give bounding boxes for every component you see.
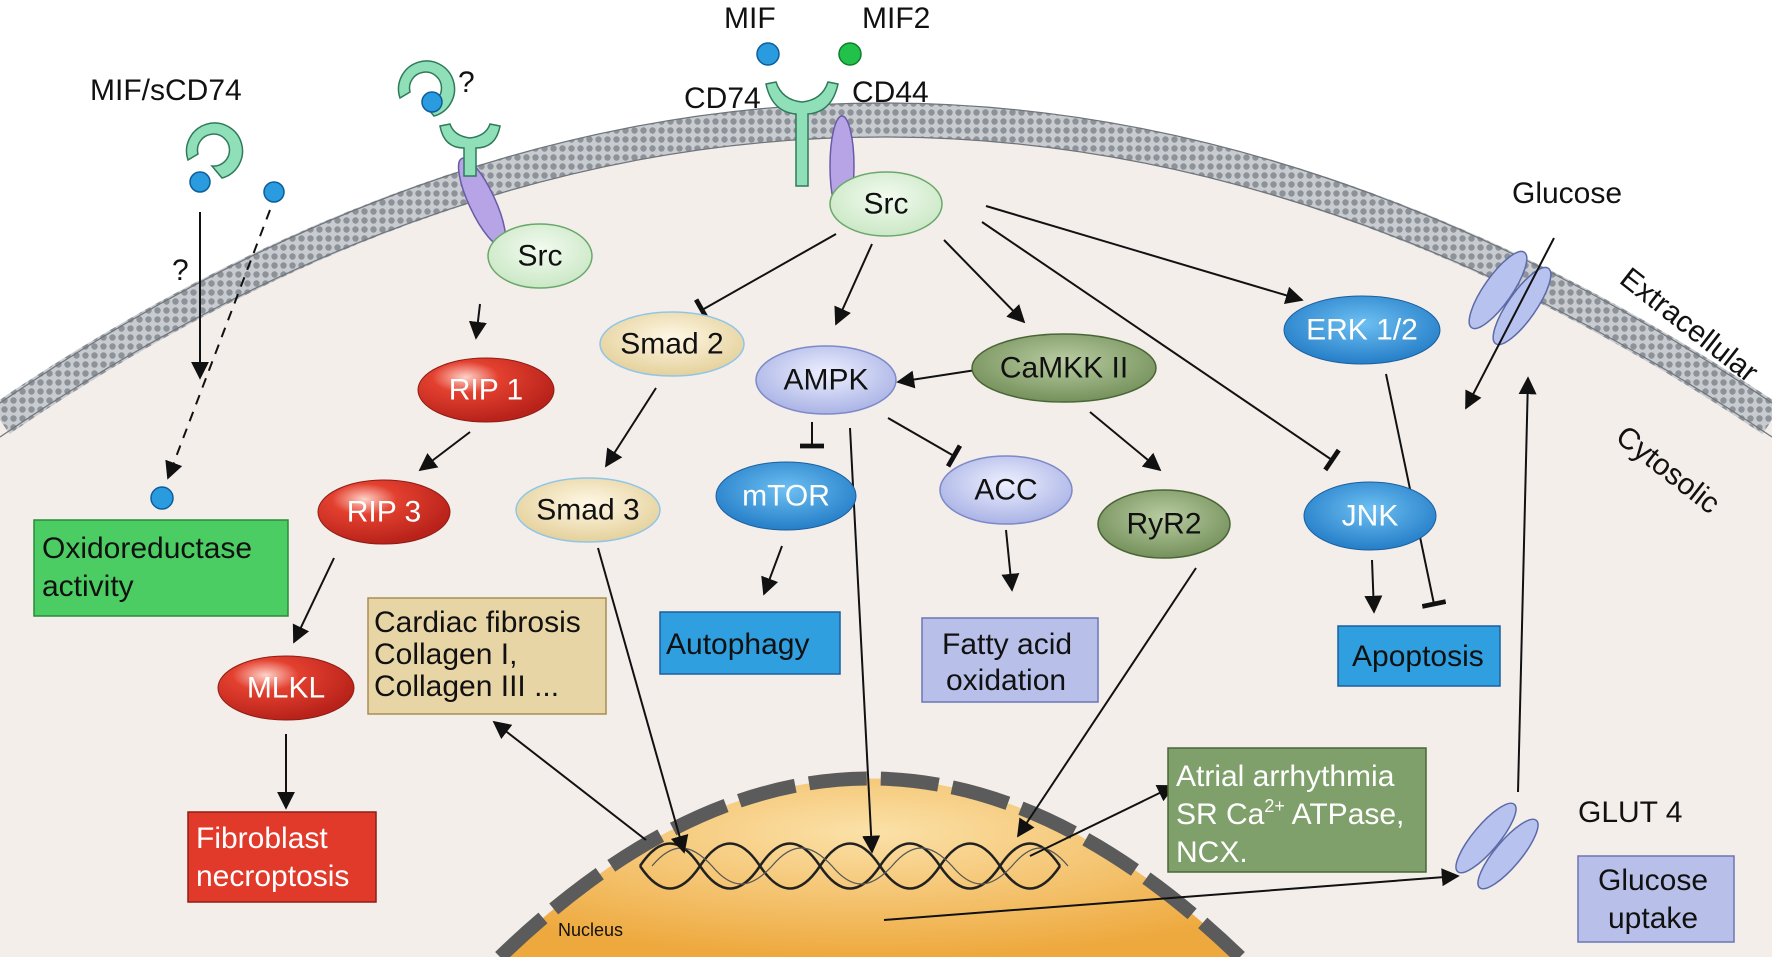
node-erk12: ERK 1/2 xyxy=(1283,295,1441,365)
node-src-left: Src xyxy=(487,223,593,289)
glucose-transporter-membrane xyxy=(1468,250,1552,346)
mif2-label: MIF2 xyxy=(862,2,930,35)
node-smad2: Smad 2 xyxy=(599,311,745,377)
svg-text:RIP 1: RIP 1 xyxy=(449,374,524,407)
node-smad3: Smad 3 xyxy=(515,477,661,543)
node-mlkl: MLKL xyxy=(217,655,355,721)
node-mtor: mTOR xyxy=(715,461,857,531)
node-camkk2: CaMKK II xyxy=(971,333,1157,403)
cd44-label: CD44 xyxy=(852,76,929,109)
svg-text:Src: Src xyxy=(864,188,909,221)
nuclear-envelope xyxy=(495,771,1245,957)
box-oxidoreductase-activity: Oxidoreductase activity xyxy=(33,486,289,617)
svg-text:RyR2: RyR2 xyxy=(1126,508,1201,541)
svg-text:Cardiac fibrosis: Cardiac fibrosis xyxy=(374,606,581,639)
svg-text:Collagen III ...: Collagen III ... xyxy=(374,670,559,703)
svg-text:Apoptosis: Apoptosis xyxy=(1352,640,1484,673)
svg-text:Atrial arrhythmia: Atrial arrhythmia xyxy=(1176,760,1395,793)
svg-text:Fibroblast: Fibroblast xyxy=(196,822,328,855)
mif-ligand xyxy=(263,181,285,203)
mif-ligand xyxy=(421,91,443,113)
svg-text:Oxidoreductase: Oxidoreductase xyxy=(42,532,252,565)
svg-text:Src: Src xyxy=(518,240,563,273)
svg-text:oxidation: oxidation xyxy=(946,664,1066,697)
box-glucose-uptake: Glucose uptake xyxy=(1577,855,1735,943)
node-rip3: RIP 3 xyxy=(317,479,451,545)
svg-text:necroptosis: necroptosis xyxy=(196,860,349,893)
mif2-ligand xyxy=(838,42,862,66)
node-ryr2: RyR2 xyxy=(1097,489,1231,559)
svg-text:CaMKK II: CaMKK II xyxy=(1000,352,1128,385)
node-jnk: JNK xyxy=(1303,481,1437,551)
cd74-label: CD74 xyxy=(684,82,761,115)
cd74-cd44-receptor-left xyxy=(439,123,507,247)
node-rip1: RIP 1 xyxy=(417,357,555,423)
box-autophagy: Autophagy xyxy=(659,611,841,675)
question-mark: ? xyxy=(172,254,189,287)
node-acc: ACC xyxy=(939,455,1073,525)
svg-text:Glucose: Glucose xyxy=(1598,864,1708,897)
mif-label: MIF xyxy=(724,2,776,35)
glut4-transporter xyxy=(1455,802,1539,890)
box-fibroblast-necroptosis: Fibroblast necroptosis xyxy=(187,811,377,903)
node-ampk: AMPK xyxy=(755,345,897,415)
box-fatty-acid-oxidation: Fatty acid oxidation xyxy=(921,617,1099,703)
svg-text:Smad 3: Smad 3 xyxy=(536,494,639,527)
svg-text:ERK 1/2: ERK 1/2 xyxy=(1306,314,1418,347)
glut4-label: GLUT 4 xyxy=(1578,796,1683,829)
scd74-fragment-icon xyxy=(185,122,244,179)
box-atrial-arrhythmia: Atrial arrhythmia SR Ca2+ ATPase, NCX. xyxy=(1167,747,1427,873)
svg-text:Autophagy: Autophagy xyxy=(666,628,809,661)
svg-text:uptake: uptake xyxy=(1608,902,1698,935)
question-mark: ? xyxy=(458,66,475,99)
box-cardiac-fibrosis: Cardiac fibrosis Collagen I, Collagen II… xyxy=(367,597,607,715)
svg-text:mTOR: mTOR xyxy=(742,480,830,513)
dna-helix xyxy=(638,842,1069,890)
glucose-label: Glucose xyxy=(1512,177,1622,210)
mif-ligand xyxy=(756,42,780,66)
svg-text:ACC: ACC xyxy=(974,474,1037,507)
pathway-arrows: ? xyxy=(165,205,1555,921)
svg-text:RIP 3: RIP 3 xyxy=(347,496,422,529)
svg-text:JNK: JNK xyxy=(1342,500,1399,533)
nucleus-label: Nucleus xyxy=(558,920,623,940)
svg-text:Fatty acid: Fatty acid xyxy=(942,628,1072,661)
svg-text:activity: activity xyxy=(42,570,134,603)
svg-text:NCX.: NCX. xyxy=(1176,836,1248,869)
node-src-center: Src xyxy=(829,171,943,237)
svg-text:SR Ca2+ ATPase,: SR Ca2+ ATPase, xyxy=(1176,796,1404,831)
box-apoptosis: Apoptosis xyxy=(1337,625,1501,687)
svg-text:Collagen I,: Collagen I, xyxy=(374,638,517,671)
mif-ligand xyxy=(189,171,211,193)
svg-text:MLKL: MLKL xyxy=(247,672,325,705)
svg-text:AMPK: AMPK xyxy=(783,364,868,397)
svg-text:Smad 2: Smad 2 xyxy=(620,328,723,361)
mif-scd74-label: MIF/sCD74 xyxy=(90,74,242,107)
